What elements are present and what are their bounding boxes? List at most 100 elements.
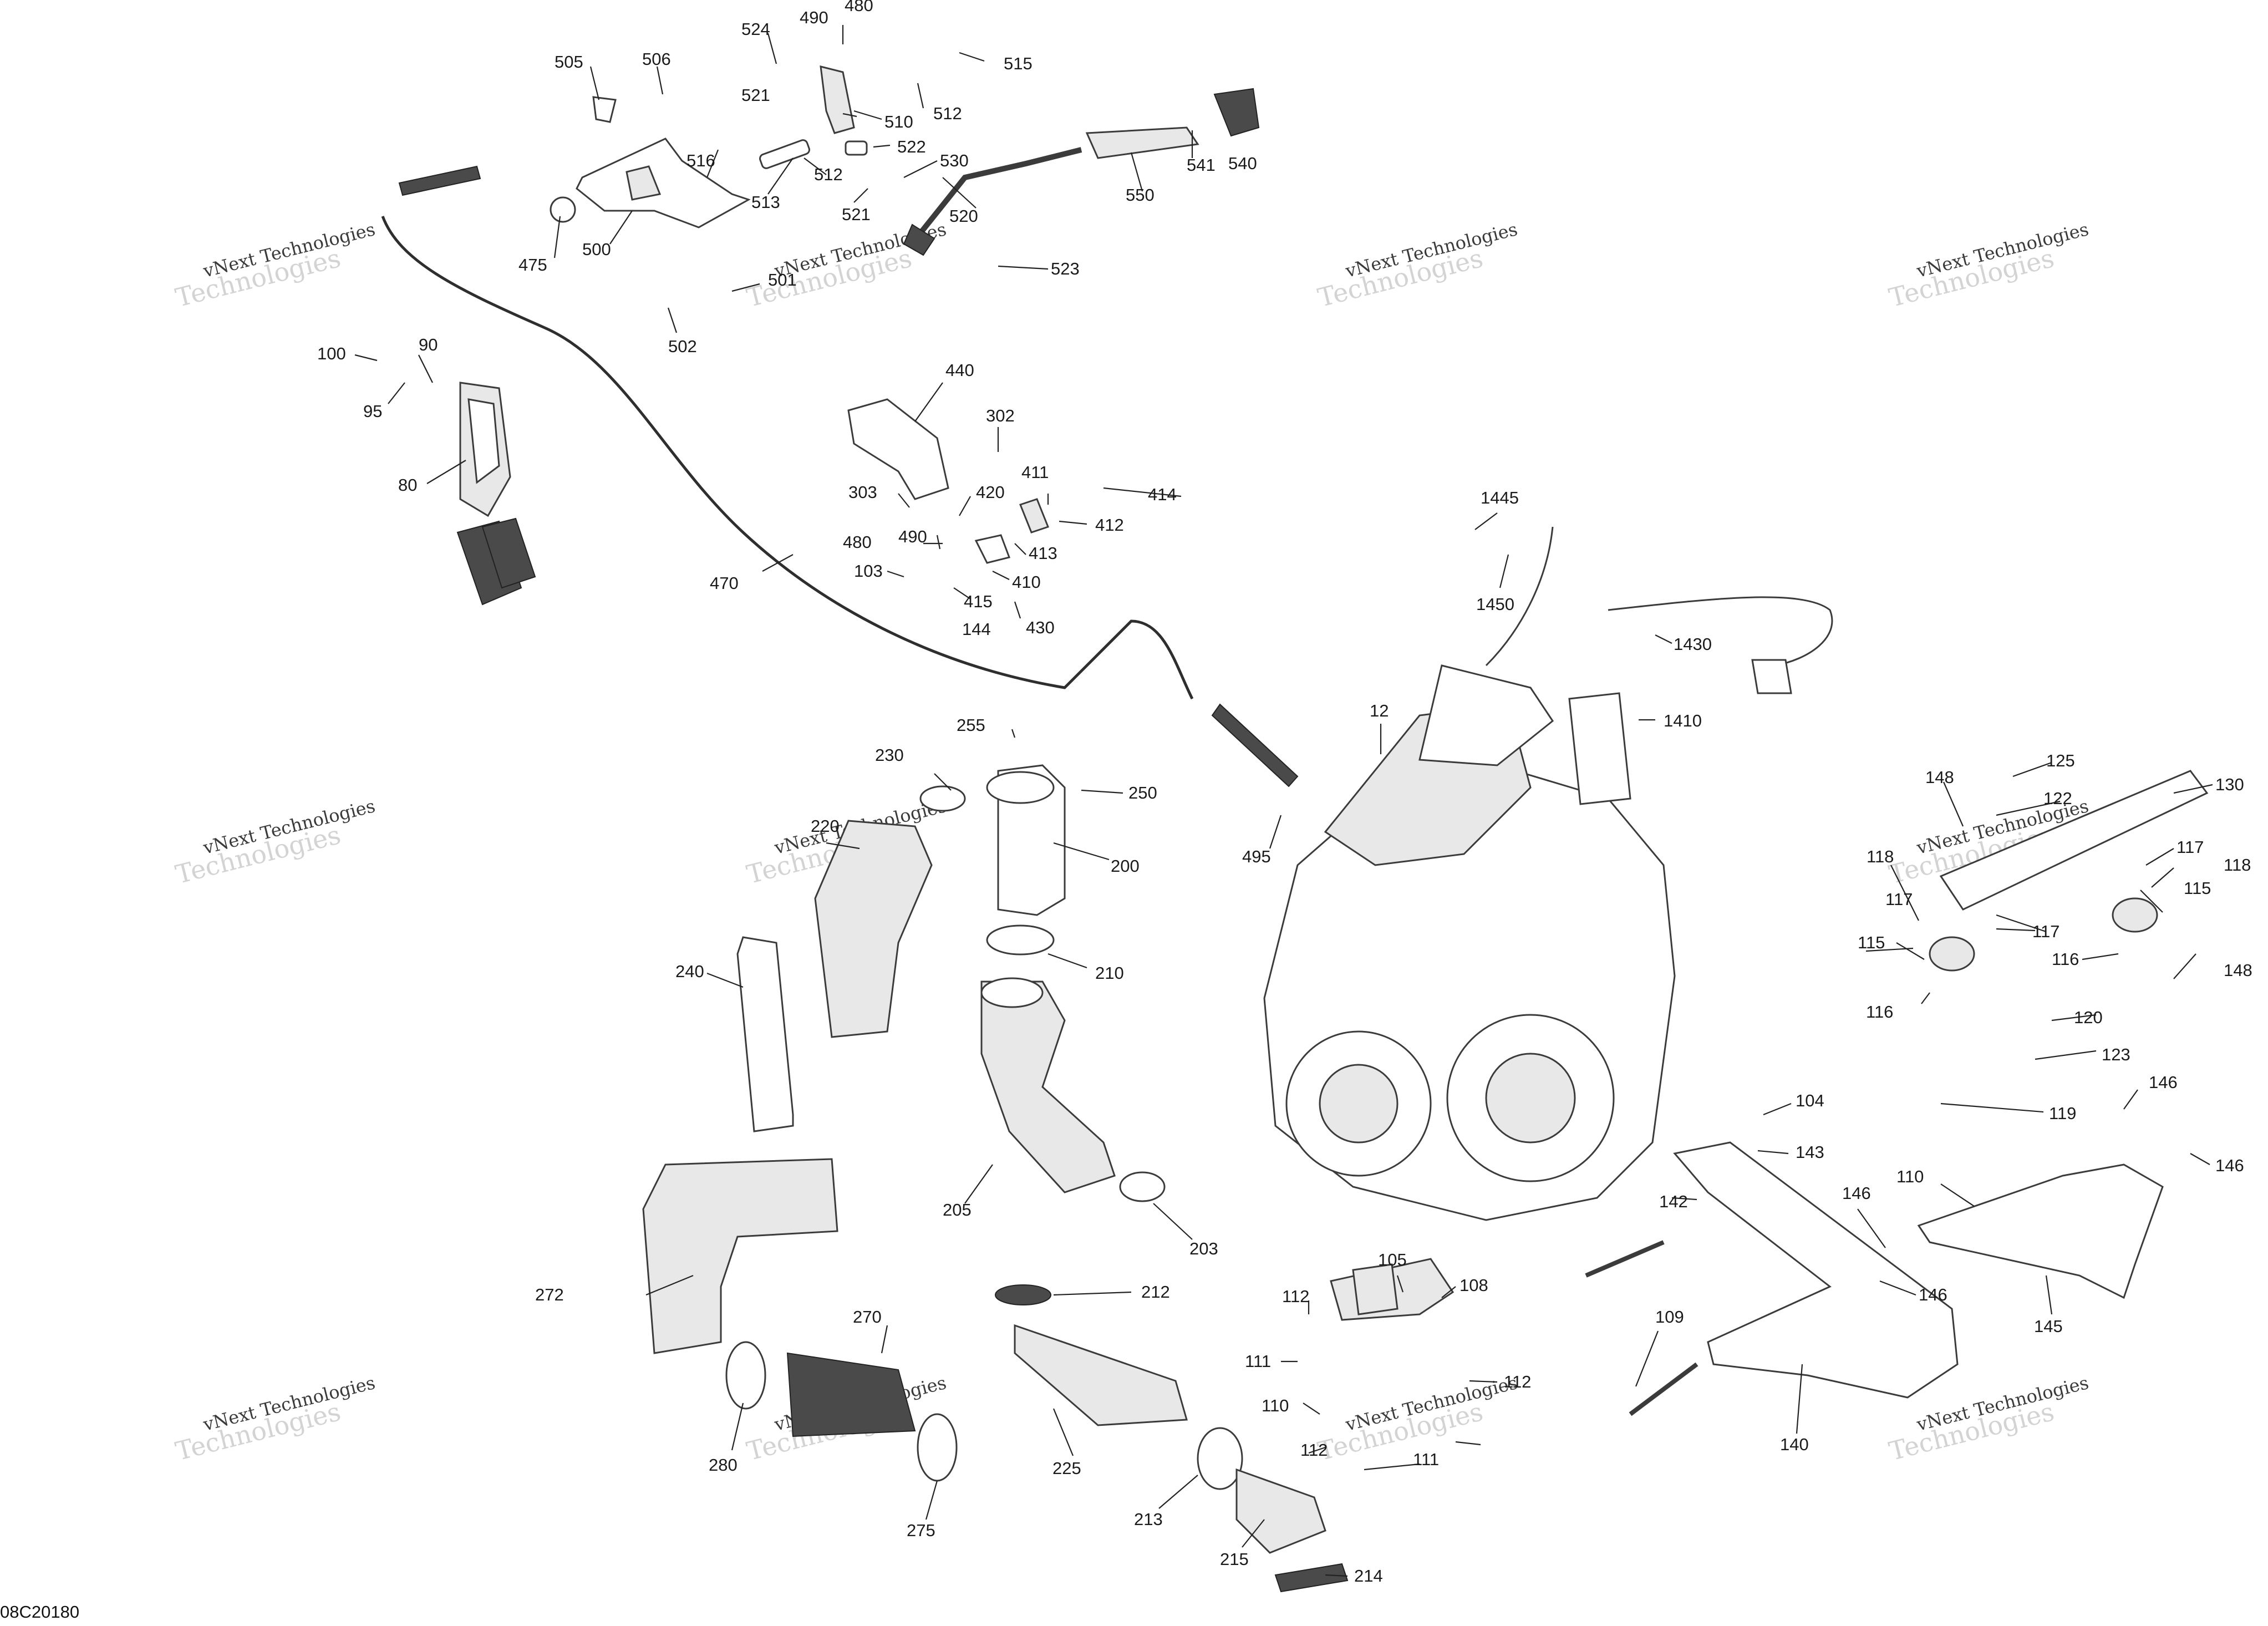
callout-label: 411 (1021, 463, 1049, 482)
callout-label: 480 (843, 532, 872, 552)
callout-label: 220 (811, 816, 840, 836)
callout-label: 475 (518, 255, 547, 275)
watermark: Technologies vNext Technologies (172, 219, 377, 313)
callout-label: 470 (710, 573, 739, 593)
watermark: Technologies vNext Technologies (1315, 219, 1519, 313)
callout-label: 250 (1128, 783, 1157, 802)
callout-labels: 505 506 524 490 480 515 521 510 512 516 … (317, 0, 2252, 1586)
callout-label: 105 (1378, 1250, 1407, 1269)
throttle-cable (381, 216, 1194, 700)
callout-label: 1410 (1664, 711, 1702, 730)
callout-label: 115 (1858, 933, 1885, 952)
cable-adjuster-spring (398, 165, 481, 196)
callout-label: 541 (1187, 155, 1216, 175)
sensor-bracket (847, 398, 1049, 564)
callout-label: 103 (854, 561, 883, 581)
callout-label: 122 (2043, 789, 2072, 808)
callout-label: 521 (741, 85, 770, 105)
callout-label: 144 (962, 619, 991, 639)
callout-label: 490 (898, 527, 927, 546)
watermark: Technologies vNext Technologies (1886, 219, 2091, 313)
pedal-bracket (550, 96, 751, 228)
callout-label: 205 (943, 1200, 972, 1220)
callout-label: 213 (1134, 1510, 1163, 1529)
callout-label: 104 (1796, 1091, 1824, 1110)
callout-label: 506 (642, 49, 671, 69)
callout-label: 146 (2149, 1073, 2178, 1092)
callout-label: 414 (1148, 485, 1177, 504)
cable-adjuster-spring (1211, 703, 1299, 787)
callout-label: 275 (907, 1521, 935, 1540)
callout-label: 95 (363, 402, 382, 421)
callout-label: 90 (419, 335, 438, 354)
callout-label: 1450 (1476, 594, 1514, 614)
callout-label: 515 (1004, 54, 1033, 73)
callout-label: 12 (1370, 701, 1389, 720)
callout-label: 512 (933, 104, 962, 123)
callout-label: 522 (897, 137, 926, 156)
callout-label: 116 (1866, 1002, 1893, 1022)
callout-label: 118 (2224, 855, 2251, 875)
callout-label: 495 (1242, 847, 1271, 866)
callout-label: 272 (535, 1285, 564, 1304)
throttle-lever (759, 65, 868, 169)
callout-label: 410 (1012, 572, 1041, 592)
callout-label: 215 (1220, 1549, 1249, 1569)
callout-label: 203 (1189, 1239, 1218, 1258)
callout-label: 146 (1842, 1183, 1871, 1203)
callout-label: 111 (1245, 1351, 1271, 1371)
callout-label: 146 (2215, 1156, 2244, 1175)
callout-label: 303 (848, 482, 877, 502)
callout-label: 117 (1885, 890, 1913, 909)
callout-label: 115 (2184, 878, 2211, 898)
callout-label: 125 (2046, 751, 2075, 770)
callout-label: 270 (853, 1307, 882, 1327)
callout-label: 412 (1095, 515, 1124, 535)
callout-label: 1445 (1481, 488, 1519, 507)
callout-label: 521 (842, 205, 871, 224)
callout-label: 413 (1029, 543, 1057, 563)
callout-label: 505 (555, 52, 583, 72)
callout-label: 1430 (1674, 634, 1712, 654)
callout-label: 148 (1925, 768, 1954, 787)
callout-label: 512 (814, 165, 843, 184)
callout-label: 225 (1052, 1459, 1081, 1478)
callout-label: 516 (686, 151, 715, 170)
air-intake-assembly (736, 764, 1166, 1202)
steering-lever (903, 88, 1260, 256)
callout-label: 130 (2215, 775, 2244, 794)
watermark-group: Technologies vNext Technologies Technolo… (172, 219, 2091, 1466)
callout-label: 108 (1460, 1276, 1488, 1295)
callout-label: 502 (668, 337, 697, 356)
callout-label: 230 (875, 745, 904, 765)
callout-label: 540 (1228, 154, 1257, 173)
callout-label: 430 (1026, 618, 1055, 637)
callout-label: 109 (1655, 1307, 1684, 1327)
callout-label: 302 (986, 406, 1015, 425)
callout-label: 123 (2102, 1045, 2130, 1064)
callout-label: 110 (1262, 1396, 1289, 1415)
callout-label: 520 (949, 206, 978, 226)
callout-label: 212 (1141, 1282, 1170, 1302)
callout-label: 513 (751, 192, 780, 212)
callout-label: 214 (1354, 1566, 1383, 1586)
callout-label: 510 (884, 112, 913, 131)
callout-label: 111 (1413, 1450, 1439, 1469)
callout-label: 112 (1282, 1287, 1309, 1306)
callout-label: 501 (768, 270, 797, 289)
callout-label: 500 (582, 240, 611, 259)
callout-label: 420 (976, 482, 1005, 502)
callout-label: 112 (1300, 1440, 1328, 1460)
callout-label: 440 (945, 360, 974, 380)
leader-lines (354, 25, 2213, 1577)
callout-label: 140 (1780, 1435, 1809, 1454)
callout-label: 143 (1796, 1142, 1824, 1162)
accelerator-pedal (456, 382, 536, 606)
callout-label: 524 (741, 19, 770, 39)
callout-label: 490 (800, 8, 828, 27)
callout-label: 240 (675, 962, 704, 981)
watermark: Technologies vNext Technologies (172, 1372, 377, 1466)
callout-label: 146 (1919, 1285, 1947, 1304)
callout-label: 148 (2224, 961, 2252, 980)
